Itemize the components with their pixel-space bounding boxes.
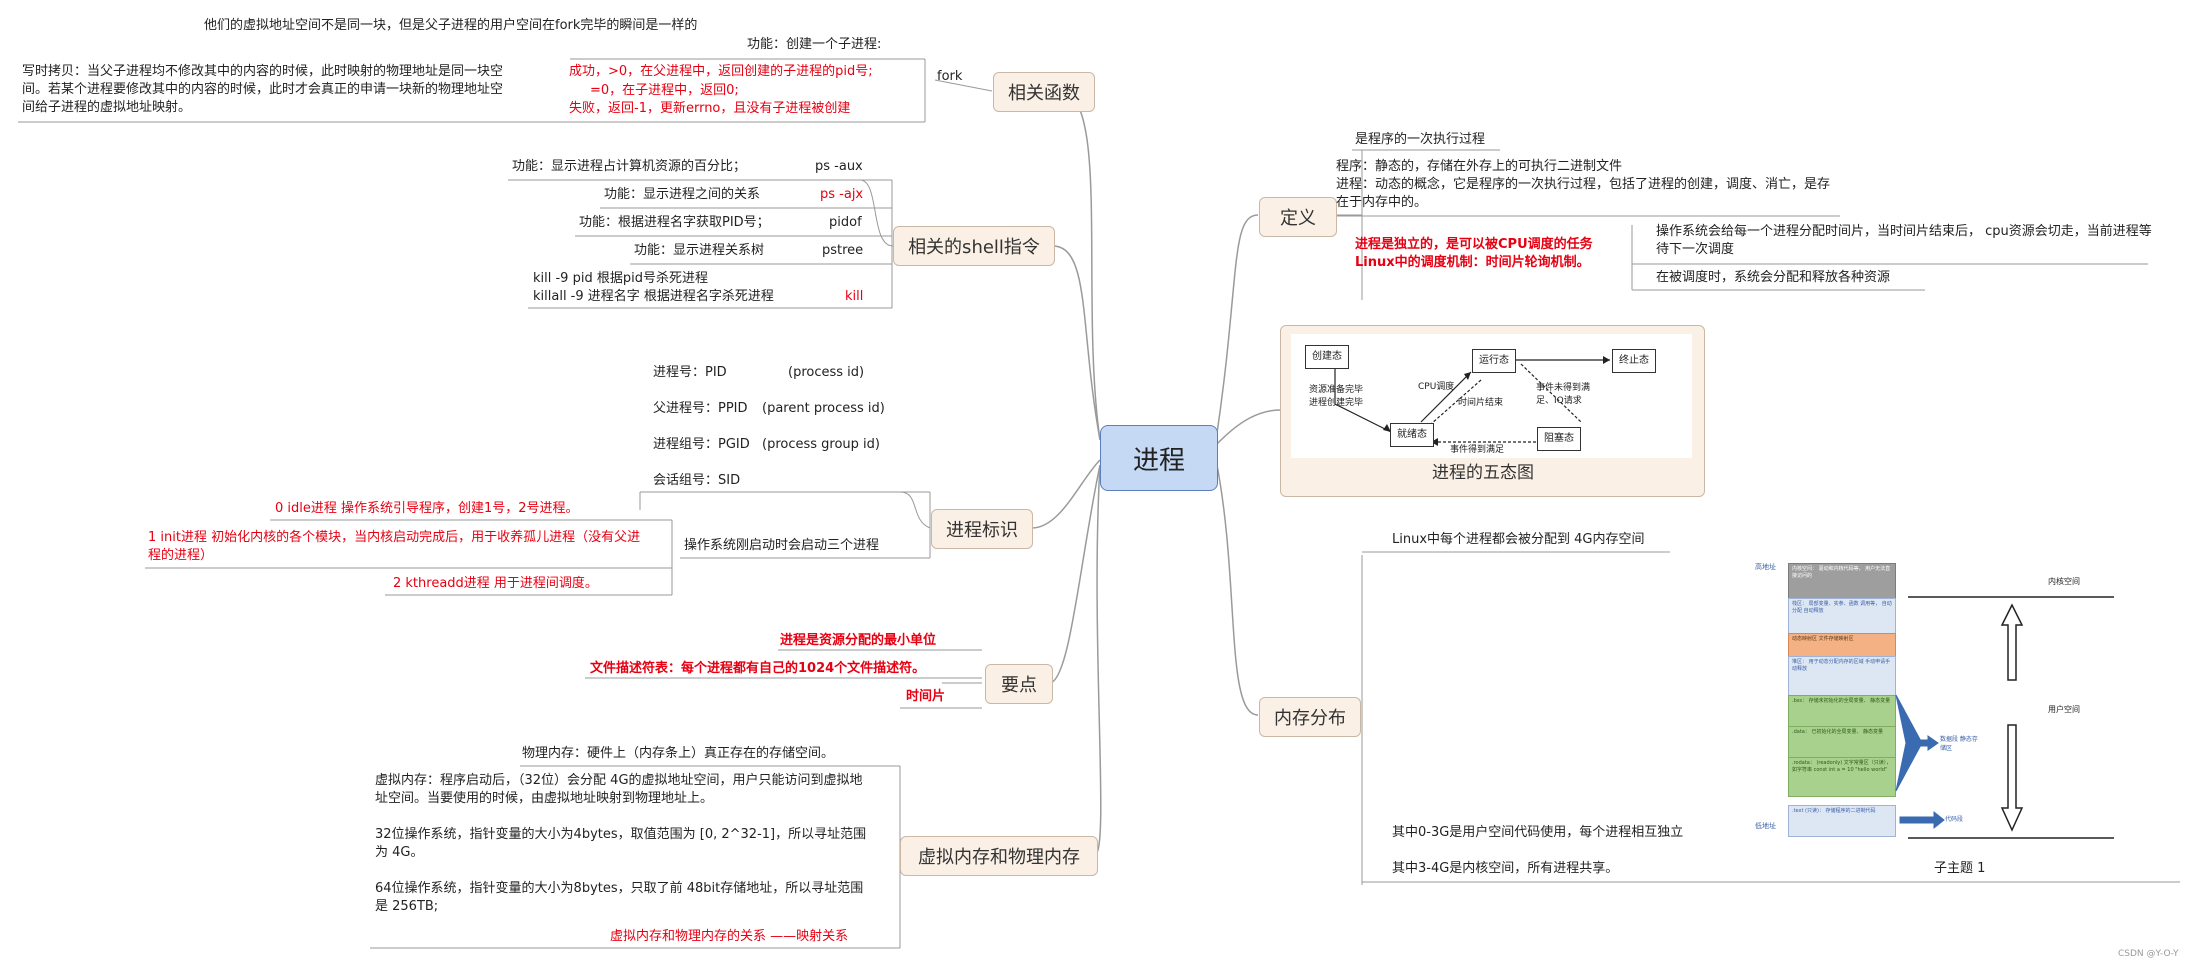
- mem-user-space: 其中0-3G是用户空间代码使用，每个进程相互独立: [1392, 825, 1684, 840]
- def-process: 进程：动态的概念，它是程序的一次执行过程，包括了进程的创建，调度、消亡，是存在于…: [1336, 177, 1831, 210]
- state-ready: 就绪态: [1390, 423, 1434, 447]
- ident-pid-en: (process id): [788, 365, 865, 380]
- def-execution: 是程序的一次执行过程: [1355, 132, 1486, 147]
- shell-row-3-cmd: pidof: [829, 215, 862, 230]
- mem-img-arrows: [1895, 596, 2114, 839]
- ident-boot: 操作系统刚启动时会启动三个进程: [684, 538, 880, 553]
- def-program: 程序：静态的，存储在外存上的可执行二进制文件: [1336, 159, 1623, 174]
- state-block: 阻塞态: [1537, 427, 1581, 451]
- shell-kill-cmd: kill: [845, 289, 864, 304]
- node-process-ident[interactable]: 进程标识: [931, 509, 1033, 549]
- shell-row-4-cmd: pstree: [822, 243, 864, 258]
- mem-block-stack: [1788, 598, 1896, 634]
- mem-block-bss-text: .bss： 存储未初始化的全局变量、 静态变量: [1792, 698, 1891, 704]
- mem-block-mmap-text: 动态映射区 文件存储映射区: [1792, 636, 1854, 642]
- ident-pgid: 进程组号：PGID: [653, 437, 750, 452]
- def-resources: 在被调度时，系统会分配和释放各种资源: [1656, 270, 1891, 285]
- vmem-relation: 虚拟内存和物理内存的关系 ——映射关系: [610, 929, 849, 944]
- node-definition[interactable]: 定义: [1259, 197, 1337, 237]
- mem-block-kernel: [1788, 563, 1896, 599]
- fork-func-desc: 功能：创建一个子进程:: [747, 37, 882, 52]
- shell-row-4-desc: 功能：显示进程关系树: [634, 243, 765, 258]
- shell-row-1-cmd: ps -aux: [815, 159, 863, 174]
- ident-pgid-en: (process group id): [762, 437, 880, 452]
- root-node[interactable]: 进程: [1100, 425, 1218, 491]
- node-memory-layout[interactable]: 内存分布: [1259, 697, 1361, 737]
- vmem-physical: 物理内存：硬件上（内存条上）真正存在的存储空间。: [522, 746, 835, 761]
- point-time-slice: 时间片: [906, 689, 946, 704]
- mem-block-stack-text: 栈区： 局部变量、实参、函数 调用等， 自动分配 自动释放: [1792, 601, 1892, 614]
- mem-block-text: [1788, 805, 1896, 837]
- vmem-64bit: 64位操作系统，指针变量的大小为8bytes，只取了前 48bit存储地址，所以…: [375, 881, 864, 914]
- point-fd-table: 文件描述符表：每个进程都有自己的1024个文件描述符。: [590, 661, 926, 676]
- ident-process-0: 0 idle进程 操作系统引导程序，创建1号，2号进程。: [275, 501, 579, 516]
- shell-row-3-desc: 功能：根据进程名字获取PID号；: [579, 215, 770, 230]
- edge-time-slice-end: 时间片结束: [1458, 398, 1504, 408]
- mem-subtopic: 子主题 1: [1934, 861, 1986, 876]
- node-virtual-physical-memory[interactable]: 虚拟内存和物理内存: [900, 836, 1098, 876]
- mem-img-code-seg: 代码段: [1945, 816, 1964, 823]
- fork-return-1: 成功，>0，在父进程中，返回创建的子进程的pid号;: [569, 64, 873, 79]
- node-shell-commands[interactable]: 相关的shell指令: [893, 226, 1055, 266]
- state-create: 创建态: [1305, 345, 1349, 369]
- state-end: 终止态: [1612, 349, 1656, 373]
- vmem-virtual: 虚拟内存：程序启动后，（32位）会分配 4G的虚拟地址空间，用户只能访问到虚拟地…: [375, 773, 863, 806]
- fork-label: fork: [937, 69, 963, 84]
- edge-cpu-sched: CPU调度: [1418, 382, 1455, 392]
- state-run: 运行态: [1472, 349, 1516, 373]
- ident-process-1: 1 init进程 初始化内核的各个模块，当内核启动完成后，用于收养孤儿进程（没有…: [148, 530, 641, 563]
- shell-row-2-desc: 功能：显示进程之间的关系: [604, 187, 761, 202]
- edge-satisfy: 事件得到满足: [1450, 445, 1505, 455]
- fork-return-3: 失败，返回-1，更新errno，且没有子进程被创建: [569, 101, 851, 116]
- mem-block-mmap: [1788, 633, 1896, 657]
- ident-sid: 会话组号：SID: [653, 473, 741, 488]
- watermark: CSDN @Y-O-Y: [2118, 949, 2179, 959]
- copy-on-write-note: 写时拷贝：当父子进程均不修改其中的内容的时候，此时映射的物理地址是同一块空间。若…: [22, 64, 504, 115]
- five-state-title: 进程的五态图: [1432, 463, 1534, 483]
- mem-4g: Linux中每个进程都会被分配到 4G内存空间: [1392, 532, 1645, 547]
- mem-img-kernel-label: 内核空间: [2048, 577, 2080, 586]
- mem-img-low: 低地址: [1755, 822, 1776, 830]
- ident-ppid-en: (parent process id): [762, 401, 885, 416]
- shell-row-2-cmd: ps -ajx: [820, 187, 864, 202]
- def-scheduling: Linux中的调度机制：时间片轮询机制。: [1355, 255, 1590, 270]
- def-time-slice: 操作系统会给每一个进程分配时间片，当时间片结束后， cpu资源会切走，当前进程等…: [1656, 224, 2152, 257]
- mem-kernel-space: 其中3-4G是内核空间，所有进程共享。: [1392, 861, 1619, 876]
- shell-kill-1: kill -9 pid 根据pid号杀死进程: [533, 271, 708, 286]
- ident-ppid: 父进程号：PPID: [653, 401, 748, 416]
- mem-img-high: 高地址: [1755, 563, 1776, 571]
- shell-row-1-desc: 功能：显示进程占计算机资源的百分比；: [512, 159, 747, 174]
- mem-img-data-seg: 数据段 静态存储区: [1940, 736, 1978, 752]
- edge-prepare: 资源准备完毕 进程创建完毕: [1309, 385, 1364, 408]
- mem-block-data: [1788, 726, 1896, 758]
- shell-kill-2: killall -9 进程名字 根据进程名字杀死进程: [533, 289, 774, 304]
- point-resource-unit: 进程是资源分配的最小单位: [780, 633, 937, 648]
- mem-block-data-text: .data： 已初始化的全局变量、 静态变量: [1792, 729, 1884, 735]
- mem-block-text-text: .text (只读)： 存储程序的二进制代码: [1792, 808, 1876, 814]
- def-independent: 进程是独立的，是可以被CPU调度的任务: [1355, 237, 1593, 252]
- mem-block-heap-text: 堆区： 用于动态分配内存的区域 手动申请手动释放: [1792, 659, 1891, 672]
- mem-block-rodata-text: .rodata： (readonly) 文字常量区（只读），如字符串 const…: [1792, 760, 1892, 773]
- fork-note-top: 他们的虚拟地址空间不是同一块，但是父子进程的用户空间在fork完毕的瞬间是一样的: [204, 18, 698, 33]
- node-key-points[interactable]: 要点: [985, 664, 1053, 704]
- edge-wait: 事件未得到满足、IO请求: [1536, 383, 1591, 406]
- ident-process-2: 2 kthreadd进程 用于进程间调度。: [393, 576, 598, 591]
- mem-block-rodata: [1788, 757, 1896, 797]
- node-related-functions[interactable]: 相关函数: [993, 72, 1095, 112]
- mem-img-user-label: 用户空间: [2048, 705, 2080, 714]
- mem-block-kernel-text: 内核空间： 驱动和内核代码等， 用户无法直接访问的: [1792, 566, 1891, 579]
- ident-pid: 进程号：PID: [653, 365, 727, 380]
- vmem-32bit: 32位操作系统，指针变量的大小为4bytes，取值范围为 [0, 2^32-1]…: [375, 827, 867, 860]
- fork-return-2: =0，在子进程中，返回0;: [590, 83, 739, 98]
